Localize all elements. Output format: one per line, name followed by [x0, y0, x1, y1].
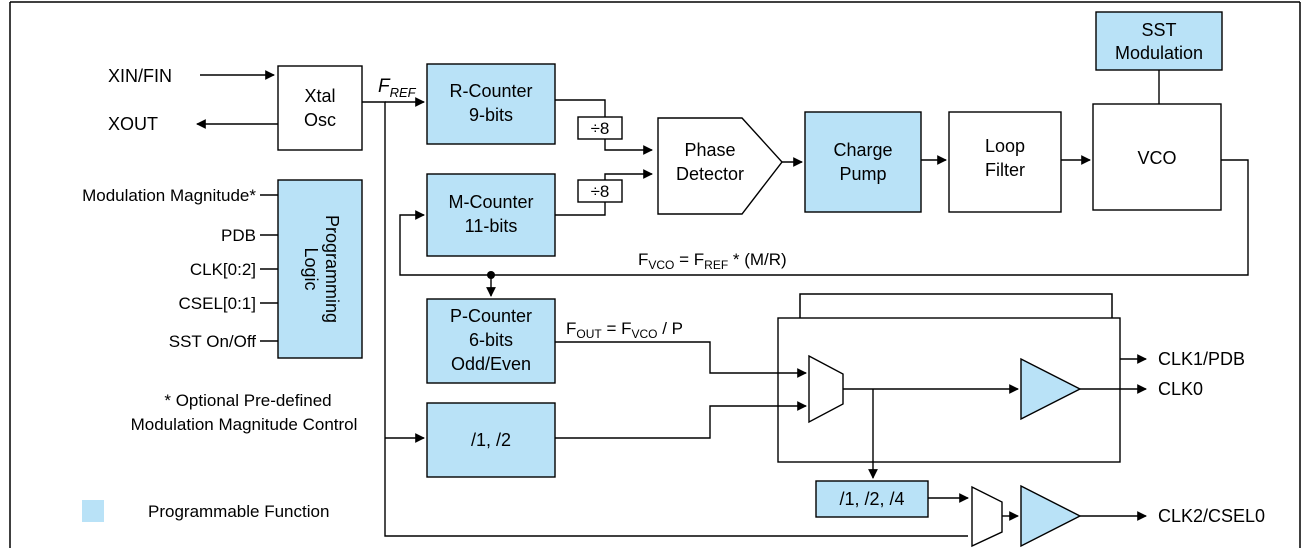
csel-label: CSEL[0:1]: [179, 294, 257, 313]
loop-filter-block: [948, 111, 1062, 213]
phase-detector-label-2: Detector: [676, 164, 744, 184]
vco-block: [1092, 103, 1222, 211]
pdb-label: PDB: [221, 226, 256, 245]
p-counter-label-2: 6-bits: [469, 330, 513, 350]
outer-frame: [9, 1, 1301, 548]
xtal-osc-block: [277, 65, 363, 151]
p-counter-label-1: P-Counter: [450, 306, 532, 326]
phase-detector-label-1: Phase: [684, 140, 735, 160]
m-counter-label-1: M-Counter: [448, 192, 533, 212]
sst-modulation-block: [1095, 11, 1223, 71]
r-counter-label-1: R-Counter: [449, 81, 532, 101]
div-1-2-4-block: [815, 480, 929, 518]
optional-note-line-1: * Optional Pre-defined: [164, 391, 331, 410]
div8-bottom-label: ÷8: [591, 182, 610, 201]
xtal-osc-label-2: Osc: [304, 110, 336, 130]
clk1-pdb-label: CLK1/PDB: [1158, 349, 1245, 369]
fref-bus: [362, 101, 968, 537]
clk0-buffer: [1020, 357, 1082, 421]
sst-onoff-label: SST On/Off: [169, 332, 257, 351]
output-mux: [808, 354, 844, 424]
programming-logic-label-1: Programming: [322, 215, 342, 323]
loop-filter-label-1: Loop: [985, 136, 1025, 156]
loop-filter-label-2: Filter: [985, 160, 1025, 180]
div-1-2-4-label: /1, /2, /4: [839, 489, 904, 509]
r-counter-block: [426, 63, 556, 145]
modulation-magnitude-label: Modulation Magnitude*: [82, 186, 256, 205]
div8-top-label: ÷8: [591, 119, 610, 138]
p-counter-label-3: Odd/Even: [451, 354, 531, 374]
phase-detector-block: [657, 117, 783, 215]
charge-pump-label-2: Pump: [839, 164, 886, 184]
clk2-buffer: [1020, 484, 1082, 548]
xtal-osc-label-1: Xtal: [304, 86, 335, 106]
pcounter-to-mux-wire: [555, 341, 807, 378]
div8-bottom-box: [577, 179, 623, 203]
legend-label: Programmable Function: [148, 502, 329, 521]
clk-label: CLK[0:2]: [190, 260, 256, 279]
fvco-equation: FVCO = FREF * (M/R): [638, 250, 787, 272]
div-1-2-label: /1, /2: [471, 430, 511, 450]
div8-top-box: [577, 116, 623, 140]
m-counter-label-2: 11-bits: [465, 216, 518, 236]
sst-modulation-label-1: SST: [1141, 20, 1176, 40]
programming-logic-label-2: Logic: [301, 247, 321, 290]
fref-label: FREF: [378, 76, 417, 100]
optional-note-line-2: Modulation Magnitude Control: [131, 415, 358, 434]
sst-modulation-label-2: Modulation: [1115, 43, 1203, 63]
programming-logic-block: [277, 179, 363, 359]
vco-feedback-wire: [399, 159, 1249, 276]
xin-label: XIN/FIN: [108, 66, 172, 86]
charge-pump-block: [804, 111, 922, 213]
vco-label: VCO: [1137, 148, 1176, 168]
div12-to-mux-wire: [555, 401, 807, 439]
clk2-csel0-label: CLK2/CSEL0: [1158, 506, 1265, 526]
fout-equation: FOUT = FVCO / P: [566, 319, 683, 341]
r-counter-label-2: 9-bits: [469, 105, 513, 125]
clk0-label: CLK0: [1158, 379, 1203, 399]
div-1-2-block: [426, 402, 556, 478]
m-counter-block: [426, 173, 556, 257]
p-counter-block: [426, 298, 556, 384]
charge-pump-label-1: Charge: [833, 140, 892, 160]
clk2-mux: [971, 485, 1003, 548]
xout-label: XOUT: [108, 114, 158, 134]
legend-swatch: [82, 500, 104, 522]
